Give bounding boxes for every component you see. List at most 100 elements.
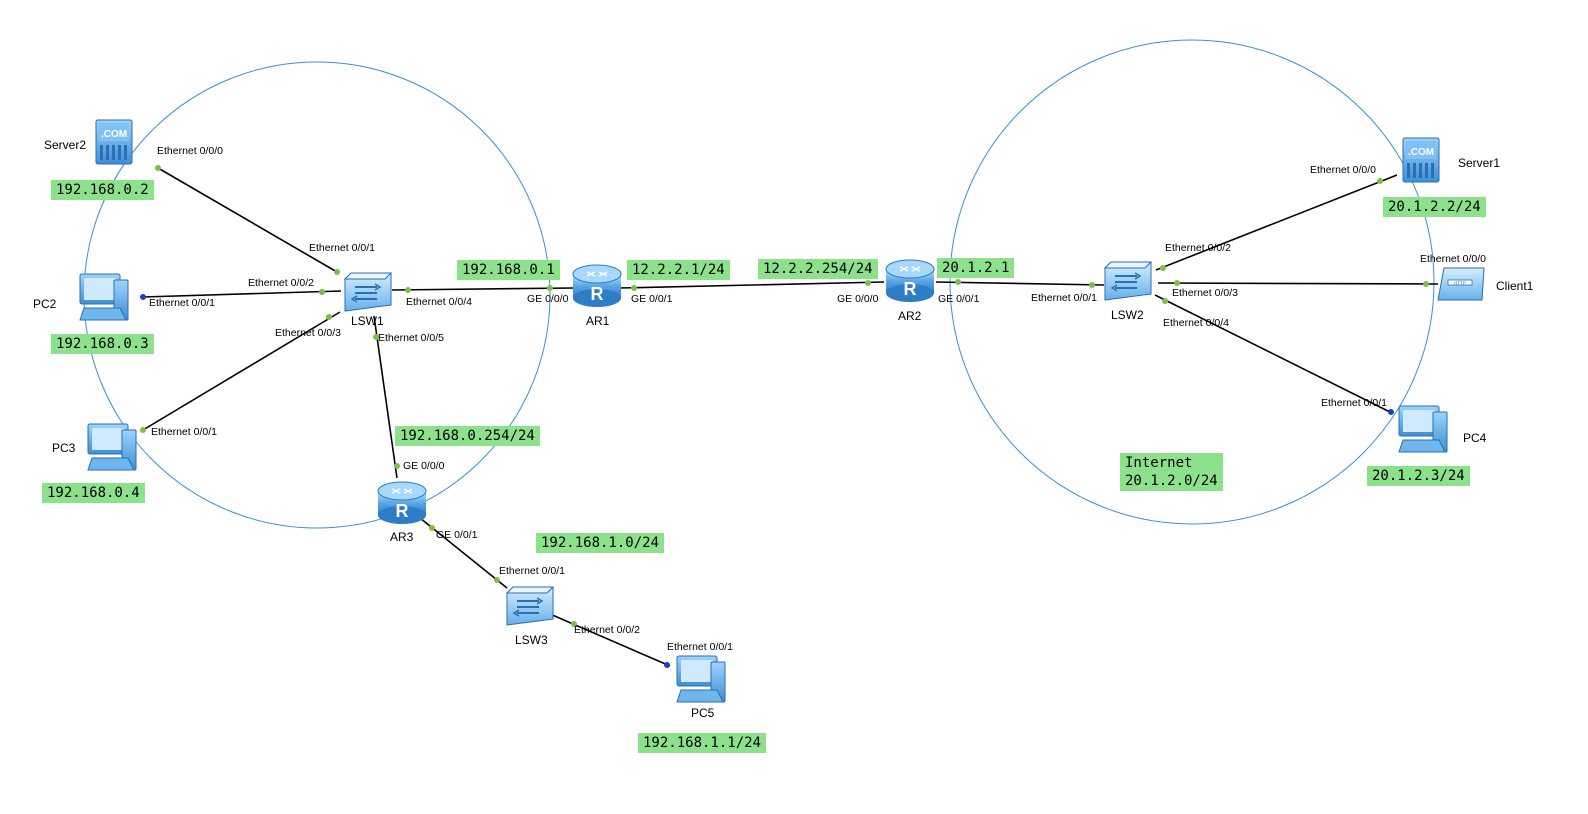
switch-icon (505, 586, 555, 626)
server1-device[interactable]: .COM (1402, 137, 1440, 183)
device-label-server1: Server1 (1458, 156, 1500, 170)
port-dot (155, 165, 161, 171)
address-tag-pc5: 192.168.1.1/24 (638, 733, 767, 753)
link-pc3-lsw1 (142, 311, 341, 431)
port-dot (1388, 409, 1394, 415)
port-dot (326, 314, 332, 320)
device-label-pc4: PC4 (1463, 431, 1487, 445)
port-dot (394, 463, 400, 469)
link-server2-lsw1 (157, 167, 338, 273)
address-tag-pc4: 20.1.2.3/24 (1367, 466, 1470, 486)
interface-label: Ethernet 0/0/0 (157, 145, 223, 157)
svg-text:R: R (591, 284, 604, 304)
interface-label: Ethernet 0/0/3 (275, 327, 341, 339)
lsw2-device[interactable] (1103, 261, 1153, 301)
port-dot (631, 285, 637, 291)
svg-text:HTTP: HTTP (1454, 281, 1466, 286)
port-dot (140, 427, 146, 433)
address-tag-ar2-lan: 20.1.2.1 (937, 258, 1015, 278)
address-tag-server2: 192.168.0.2 (51, 180, 154, 200)
svg-text:.COM: .COM (101, 129, 127, 140)
interface-label: GE 0/0/0 (403, 460, 445, 472)
device-label-client1: Client1 (1496, 279, 1534, 293)
lan-area-circle (83, 61, 551, 529)
device-label-ar1: AR1 (586, 314, 610, 328)
interface-label: Ethernet 0/0/2 (1165, 242, 1231, 254)
address-tag-pc2: 192.168.0.3 (51, 334, 154, 354)
address-tag-ar1-wan: 12.2.2.1/24 (627, 260, 730, 280)
port-dot (664, 662, 670, 668)
link-ar2-lsw2 (935, 281, 1105, 286)
pc-icon (87, 423, 137, 471)
interface-label: Ethernet 0/0/3 (1172, 287, 1238, 299)
address-tag-ar1-lan: 192.168.0.1 (457, 260, 560, 280)
address-tag-ar2-wan: 12.2.2.254/24 (758, 259, 878, 279)
address-tag-server1: 20.1.2.2/24 (1383, 197, 1486, 217)
interface-label: Ethernet 0/0/1 (667, 641, 733, 653)
client1-device[interactable]: HTTP (1437, 267, 1485, 301)
link-ar3-lsw3 (419, 517, 508, 589)
interface-label: GE 0/0/0 (837, 293, 879, 305)
interface-label: Ethernet 0/0/2 (248, 277, 314, 289)
interface-label: Ethernet 0/0/5 (378, 332, 444, 344)
port-dot (547, 285, 553, 291)
server2-device[interactable]: .COM (95, 119, 133, 165)
router-icon: R (885, 259, 935, 302)
port-dot (571, 621, 577, 627)
server-icon: .COM (95, 119, 133, 165)
port-dot (865, 280, 871, 286)
router-icon: R (377, 481, 427, 524)
interface-label: Ethernet 0/0/0 (1420, 253, 1486, 265)
switch-icon (343, 272, 393, 312)
interface-label: Ethernet 0/0/1 (1031, 292, 1097, 304)
interface-label: GE 0/0/0 (527, 293, 569, 305)
interface-label: GE 0/0/1 (938, 293, 980, 305)
device-label-lsw2: LSW2 (1111, 308, 1144, 322)
device-label-lsw3: LSW3 (515, 633, 548, 647)
ar1-device[interactable]: R (572, 264, 622, 307)
interface-label: Ethernet 0/0/4 (1163, 317, 1229, 329)
port-dot (319, 289, 325, 295)
lsw1-device[interactable] (343, 272, 393, 312)
ar2-device[interactable]: R (885, 259, 935, 302)
link-lsw2-client1 (1157, 282, 1439, 285)
pc4-device[interactable] (1398, 405, 1448, 453)
link-lsw1-ar1 (391, 287, 574, 291)
port-dot (429, 525, 435, 531)
port-dot (140, 294, 146, 300)
device-label-pc2: PC2 (33, 297, 57, 311)
pc-icon (79, 273, 129, 321)
router-icon: R (572, 264, 622, 307)
port-dot (1160, 265, 1166, 271)
pc5-device[interactable] (676, 655, 726, 703)
pc2-device[interactable] (79, 273, 129, 321)
device-label-ar3: AR3 (390, 530, 414, 544)
server-icon: .COM (1402, 137, 1440, 183)
port-dot (1089, 282, 1095, 288)
interface-label: Ethernet 0/0/2 (574, 624, 640, 636)
interface-labels: Ethernet 0/0/0 Ethernet 0/0/1 Ethernet 0… (149, 145, 1486, 653)
interface-label: GE 0/0/1 (631, 293, 673, 305)
svg-text:R: R (904, 279, 917, 299)
address-tag-pc3: 192.168.0.4 (42, 483, 145, 503)
internet-subnet-tag: Internet 20.1.2.0/24 (1120, 453, 1223, 491)
link-lsw2-server1 (1155, 174, 1398, 271)
link-pc2-lsw1 (142, 290, 342, 298)
port-dot (334, 269, 340, 275)
interface-label: Ethernet 0/0/1 (1321, 397, 1387, 409)
pc-icon (676, 655, 726, 703)
pc3-device[interactable] (87, 423, 137, 471)
lsw3-device[interactable] (505, 586, 555, 626)
interface-label: Ethernet 0/0/1 (151, 426, 217, 438)
svg-text:.COM: .COM (1408, 147, 1434, 158)
port-dot (494, 577, 500, 583)
interface-label: Ethernet 0/0/0 (1310, 164, 1376, 176)
port-dot (1174, 280, 1180, 286)
ar3-device[interactable]: R (377, 481, 427, 524)
address-tag-ar3-net: 192.168.1.0/24 (536, 533, 665, 553)
switch-icon (1103, 261, 1153, 301)
port-dot (1377, 178, 1383, 184)
device-label-pc3: PC3 (52, 441, 76, 455)
interface-label: GE 0/0/1 (436, 529, 478, 541)
